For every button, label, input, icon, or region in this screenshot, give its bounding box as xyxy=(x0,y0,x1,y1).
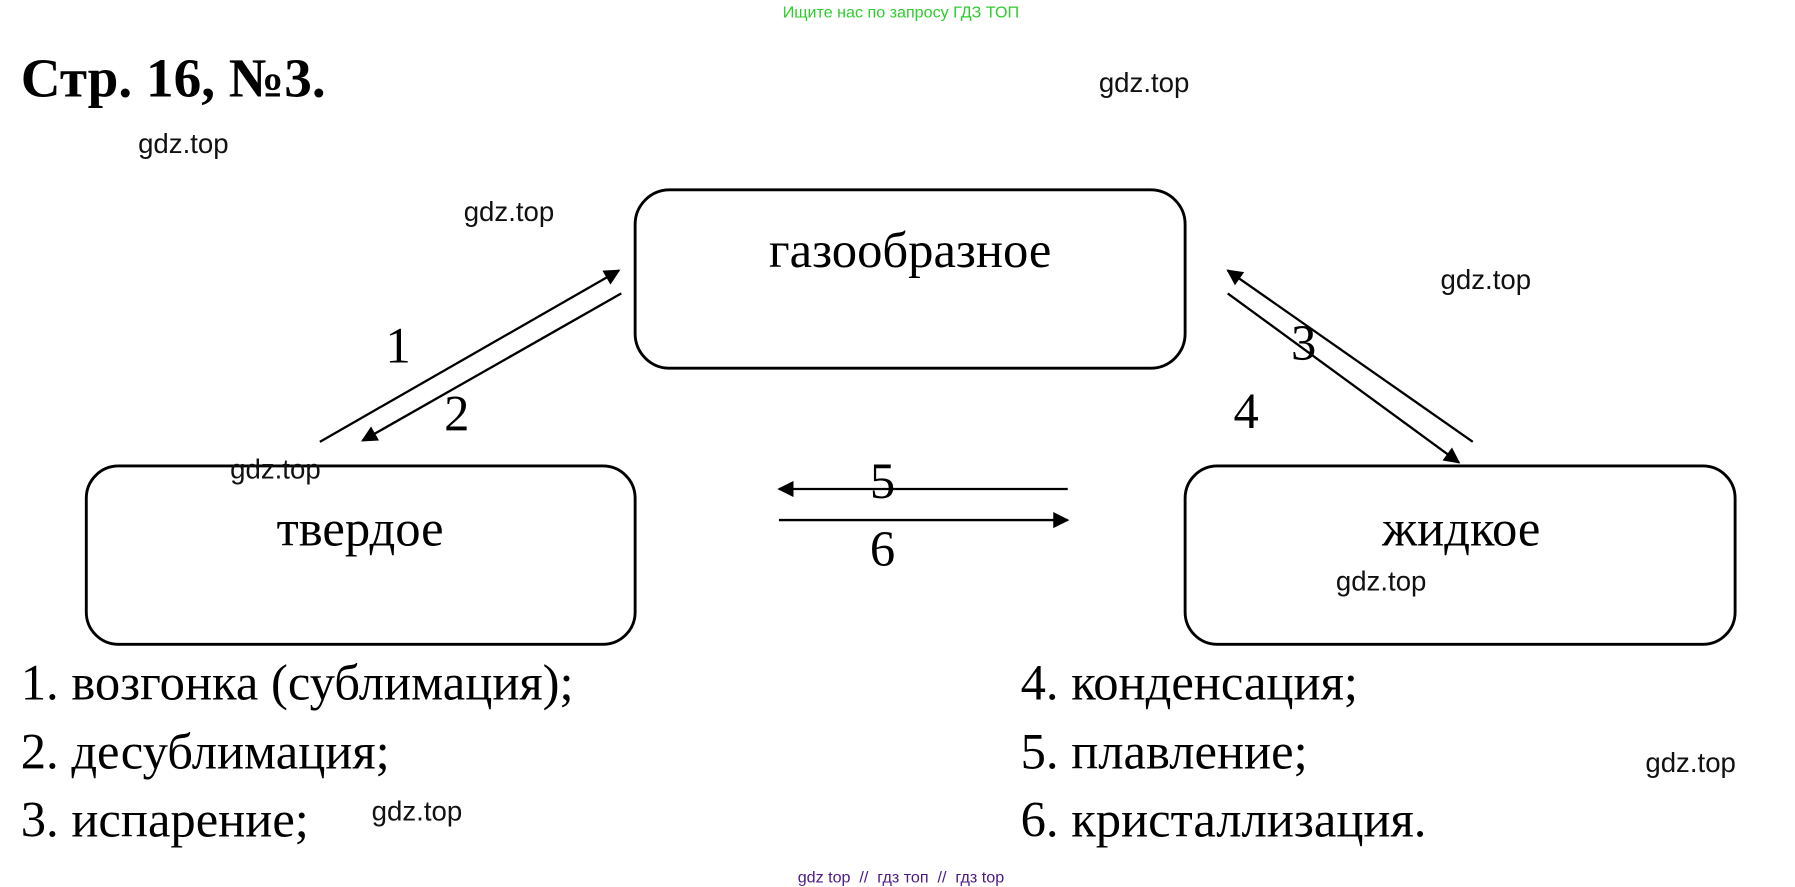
arrow-label-1: 1 xyxy=(385,317,410,373)
watermark: gdz.top xyxy=(230,454,321,485)
arrow-label-3: 3 xyxy=(1291,315,1316,371)
gas-label: газообразное xyxy=(769,222,1052,278)
arrow-4 xyxy=(1227,292,1461,464)
arrow-label-5: 5 xyxy=(870,453,895,509)
solid-label: твердое xyxy=(277,500,444,556)
list-item-6: 6. кристаллизация. xyxy=(1021,791,1427,847)
watermark: gdz.top xyxy=(1336,565,1427,596)
page-title: Стр. 16, №3. xyxy=(21,48,326,109)
list-item-3: 3. испарение; xyxy=(21,791,309,847)
gas-box xyxy=(633,188,1187,370)
watermark: gdz.top xyxy=(1645,747,1736,778)
watermark: gdz.top xyxy=(464,196,555,227)
arrow-3 xyxy=(1226,269,1474,443)
watermark: gdz.top xyxy=(1099,67,1190,98)
watermark: gdz.top xyxy=(138,128,229,159)
watermark: gdz.top xyxy=(372,795,463,826)
liquid-label: жидкое xyxy=(1381,500,1540,556)
solid-box xyxy=(84,464,637,646)
liquid-box xyxy=(1183,464,1737,646)
list-item-5: 5. плавление; xyxy=(1021,724,1308,780)
top-banner[interactable]: Ищите нас по запросу ГДЗ ТОП xyxy=(783,3,1019,21)
arrow-label-4: 4 xyxy=(1233,383,1258,439)
arrow-label-6: 6 xyxy=(870,521,895,577)
list-item-4: 4. конденсация; xyxy=(1021,655,1358,711)
footer-links[interactable]: gdz top // гдз топ // гдз top xyxy=(798,869,1005,887)
arrow-label-2: 2 xyxy=(444,385,469,441)
watermark: gdz.top xyxy=(1441,264,1532,295)
list-item-1: 1. возгонка (сублимация); xyxy=(21,655,574,711)
arrow-1 xyxy=(319,269,621,443)
list-item-2: 2. десублимация; xyxy=(21,724,390,780)
arrow-2 xyxy=(361,292,622,442)
